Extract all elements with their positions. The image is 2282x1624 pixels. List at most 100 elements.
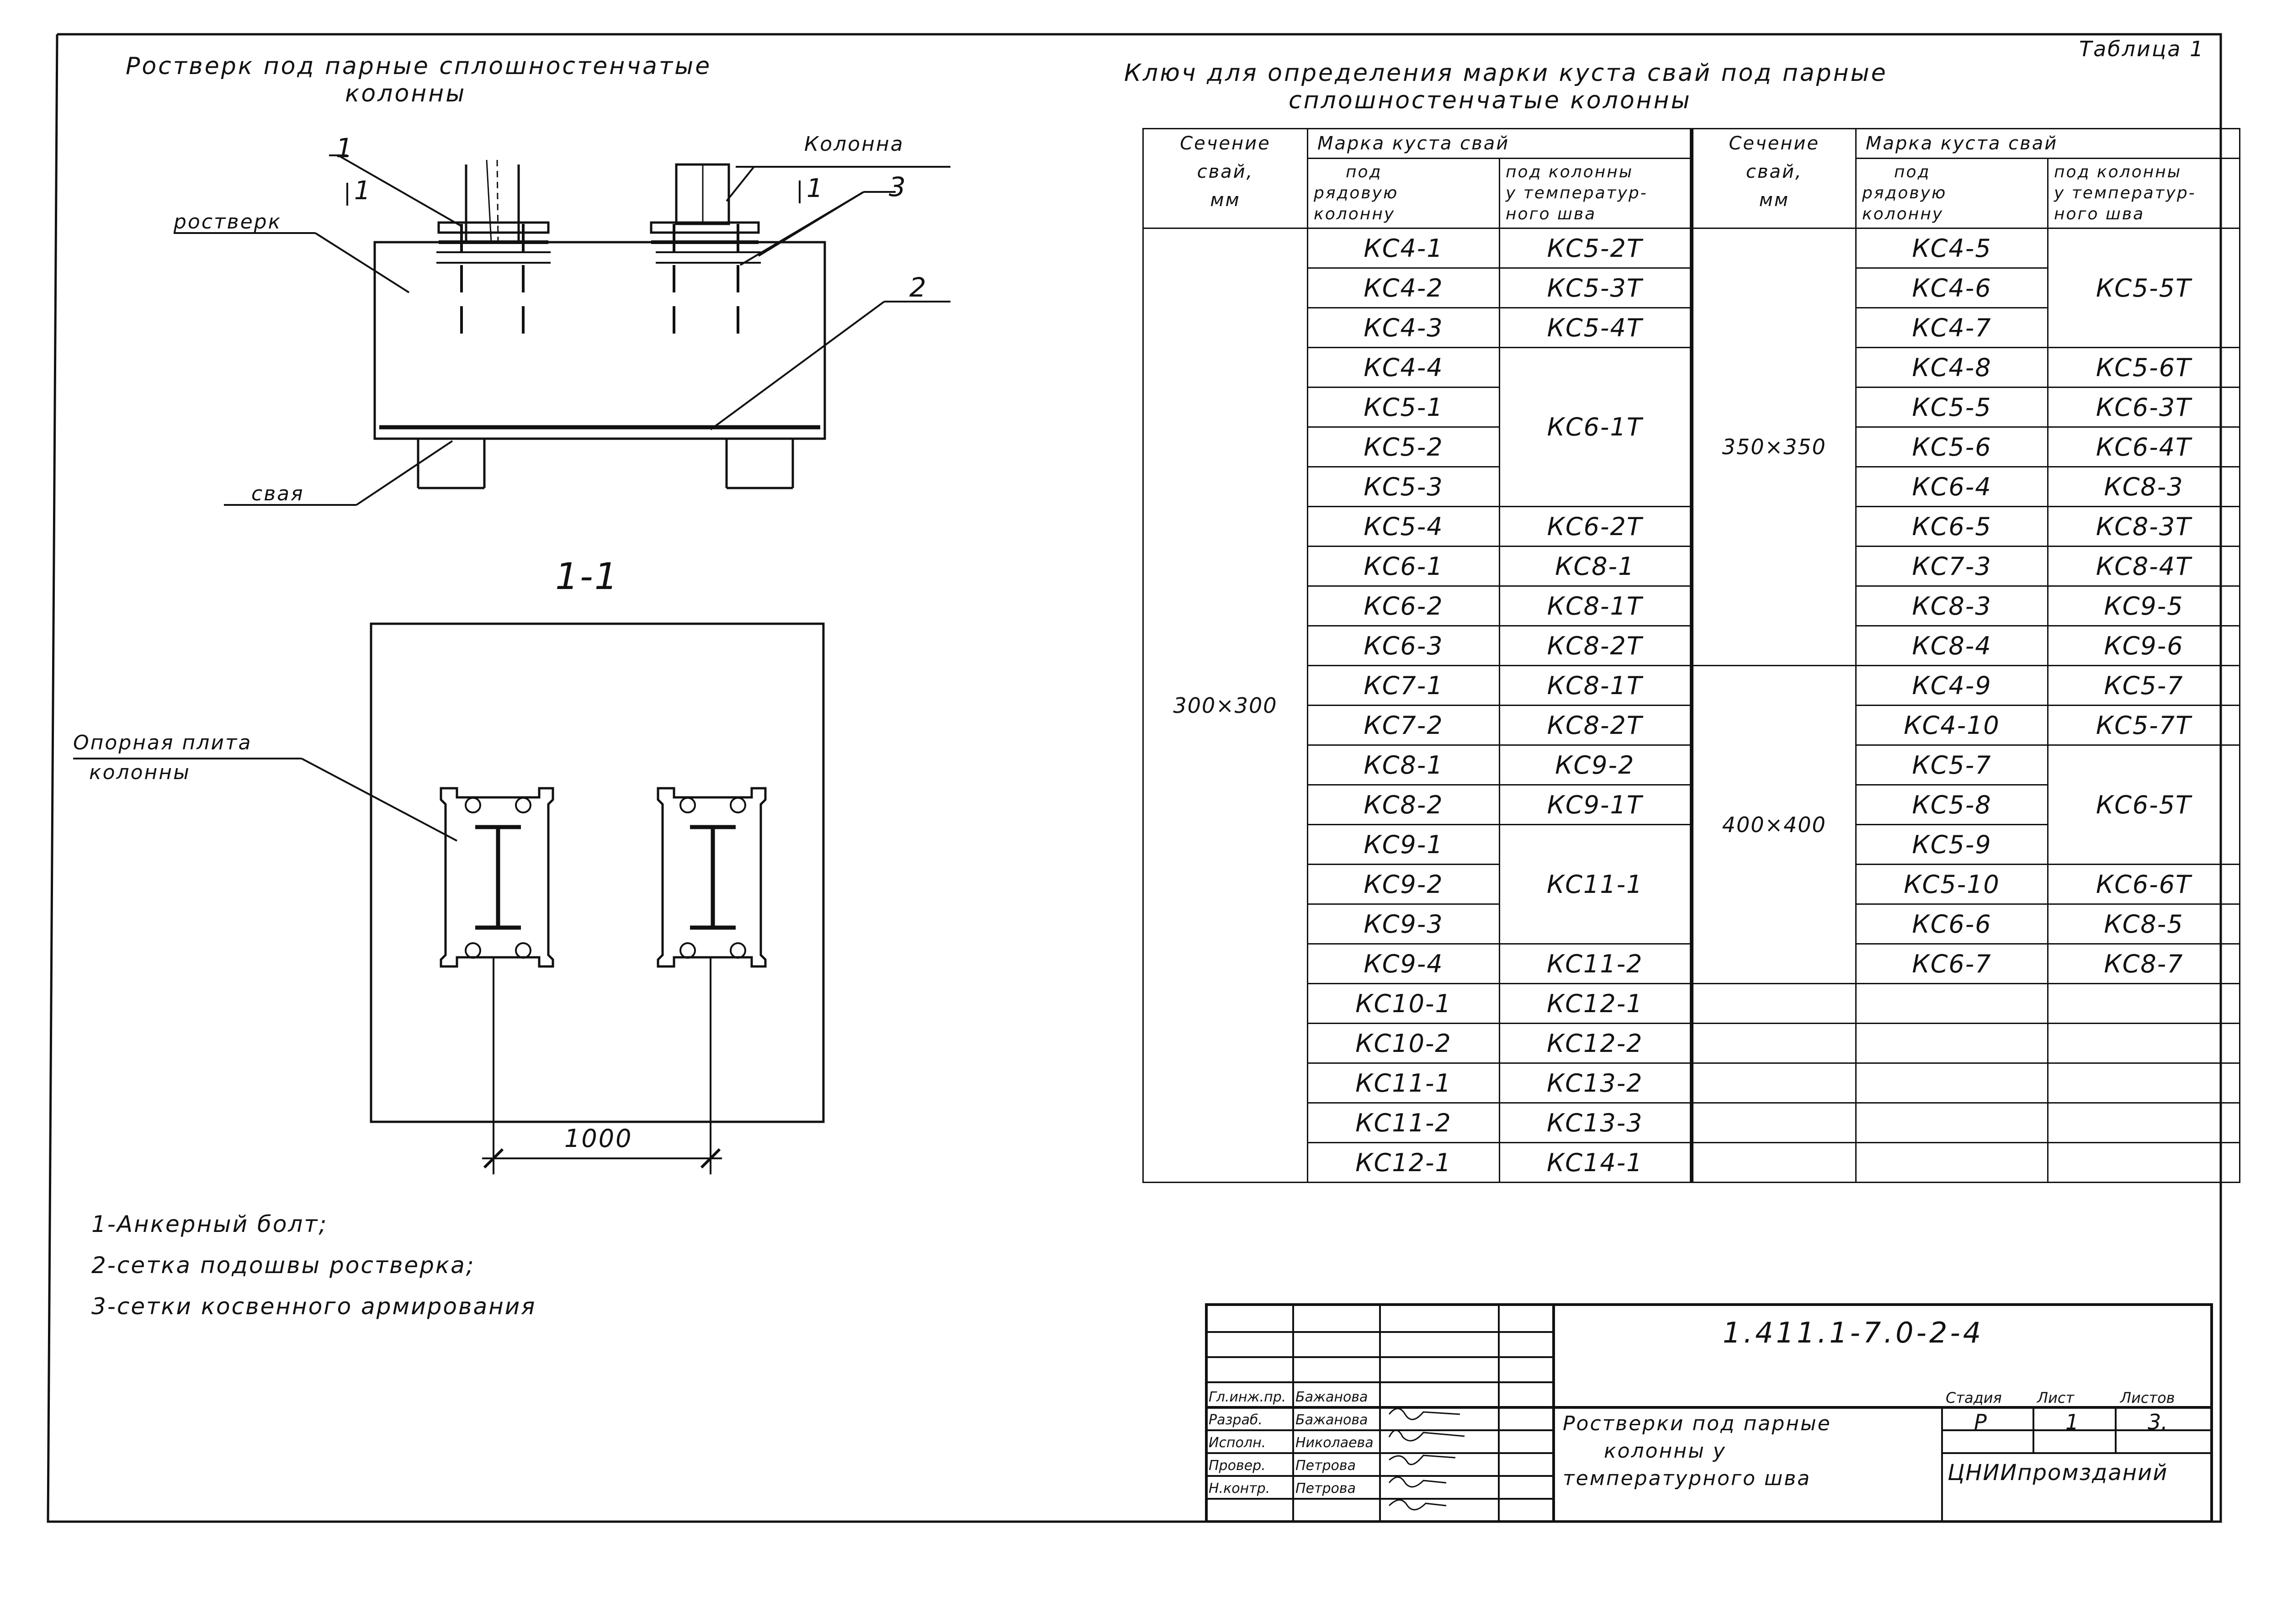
stamp-name: Николаева	[1295, 1435, 1374, 1451]
header-section-right: Сечение свай, мм	[1689, 128, 1857, 229]
right-temp-mark: КС8-7	[2047, 943, 2240, 984]
section-300: 300×300	[1142, 228, 1308, 1183]
section-empty	[1689, 1023, 1857, 1064]
header-row-column-left: под рядовую колонну	[1307, 158, 1500, 229]
left-temp-mark: КС9-1Т	[1499, 784, 1692, 825]
right-row-mark: КС4-10	[1855, 705, 2048, 746]
left-row-mark: КС4-3	[1307, 307, 1500, 348]
right-row-mark: КС8-4	[1855, 625, 2048, 666]
stamp-role: Гл.инж.пр.	[1209, 1389, 1286, 1405]
right-row-mark: КС5-5	[1855, 387, 2048, 428]
left-row-mark: КС11-2	[1307, 1102, 1500, 1143]
right-row-mark: КС4-5	[1855, 228, 2048, 269]
left-temp-mark: КС9-2	[1499, 744, 1692, 785]
left-row-mark: КС6-2	[1307, 585, 1500, 626]
right-row-mark: КС5-10	[1855, 864, 2048, 905]
dimension-label: 1000	[564, 1124, 633, 1153]
label-svaya: свая	[251, 482, 304, 505]
left-row-mark: КС9-2	[1307, 864, 1500, 905]
left-row-mark: КС4-2	[1307, 267, 1500, 308]
stamp-name: Бажанова	[1295, 1389, 1368, 1405]
section-mark-a: 1	[354, 176, 372, 206]
right-temp-mark: КС6-5Т	[2047, 744, 2240, 865]
left-temp-mark: КС6-1Т	[1499, 347, 1692, 507]
left-row-mark: КС9-3	[1307, 903, 1500, 945]
right-temp-mark	[2047, 1062, 2240, 1104]
section-400: 400×400	[1689, 665, 1857, 984]
right-temp-mark: КС5-7	[2047, 665, 2240, 706]
left-temp-mark: КС8-2Т	[1499, 705, 1692, 746]
drawing-title-line1: Ростверк под парные сплошностенчатые	[126, 53, 712, 80]
table-title-line2: сплошностенчатые колонны	[1289, 87, 1692, 114]
left-row-mark: КС6-1	[1307, 546, 1500, 587]
sheet-frame	[47, 33, 2222, 1523]
left-row-mark: КС4-1	[1307, 228, 1500, 269]
left-temp-mark: КС8-2Т	[1499, 625, 1692, 666]
left-temp-mark: КС8-1Т	[1499, 585, 1692, 626]
right-row-mark	[1855, 1023, 2048, 1064]
stamp-name: Петрова	[1295, 1458, 1356, 1474]
right-temp-mark: КС5-7Т	[2047, 705, 2240, 746]
table-number: Таблица 1	[2079, 37, 2205, 61]
right-row-mark	[1855, 1142, 2048, 1183]
leader-mark-2: 2	[909, 272, 928, 303]
left-row-mark: КС5-1	[1307, 387, 1500, 428]
left-temp-mark: КС8-1	[1499, 546, 1692, 587]
left-row-mark: КС11-1	[1307, 1062, 1500, 1104]
right-row-mark: КС5-8	[1855, 784, 2048, 825]
document-code: 1.411.1-7.0-2-4	[1723, 1316, 1984, 1349]
stamp-name: Петрова	[1295, 1481, 1356, 1497]
header-group-left: Марка куста свай	[1307, 128, 1692, 159]
section-title: 1-1	[555, 555, 619, 598]
right-temp-mark: КС6-4Т	[2047, 426, 2240, 467]
left-row-mark: КС8-2	[1307, 784, 1500, 825]
stamp-title-line2: колонны у	[1604, 1439, 1726, 1463]
right-temp-mark: КС6-3Т	[2047, 387, 2240, 428]
right-row-mark: КС4-9	[1855, 665, 2048, 706]
left-temp-mark: КС8-1Т	[1499, 665, 1692, 706]
stage-label: Стадия	[1946, 1389, 2002, 1406]
left-row-mark: КС9-1	[1307, 824, 1500, 865]
left-temp-mark: КС12-2	[1499, 1023, 1692, 1064]
right-temp-mark: КС8-5	[2047, 903, 2240, 945]
left-row-mark: КС5-4	[1307, 506, 1500, 547]
right-row-mark: КС6-6	[1855, 903, 2048, 945]
label-rostverk: ростверк	[174, 210, 282, 234]
header-temp-column-right: под колонны у температур- ного шва	[2047, 158, 2240, 229]
left-temp-mark: КС5-4Т	[1499, 307, 1692, 348]
stage-value: Р	[1974, 1410, 1987, 1434]
header-group-right: Марка куста свай	[1855, 128, 2240, 159]
title-block-frame	[1205, 1303, 2213, 1522]
left-temp-mark: КС13-2	[1499, 1062, 1692, 1104]
right-temp-mark	[2047, 1023, 2240, 1064]
right-row-mark: КС4-6	[1855, 267, 2048, 308]
right-temp-mark: КС5-5Т	[2047, 228, 2240, 348]
stamp-role: Н.контр.	[1209, 1481, 1270, 1497]
note-3: 3-сетки косвенного армирования	[91, 1293, 536, 1320]
right-row-mark: КС4-8	[1855, 347, 2048, 388]
section-empty	[1689, 983, 1857, 1024]
section-empty	[1689, 1142, 1857, 1183]
section-mark-b: 1	[807, 174, 824, 203]
section-empty	[1689, 1062, 1857, 1104]
right-row-mark: КС5-7	[1855, 744, 2048, 785]
left-row-mark: КС4-4	[1307, 347, 1500, 388]
right-row-mark: КС6-5	[1855, 506, 2048, 547]
right-row-mark: КС4-7	[1855, 307, 2048, 348]
left-row-mark: КС10-1	[1307, 983, 1500, 1024]
note-1: 1-Анкерный болт;	[91, 1211, 328, 1237]
